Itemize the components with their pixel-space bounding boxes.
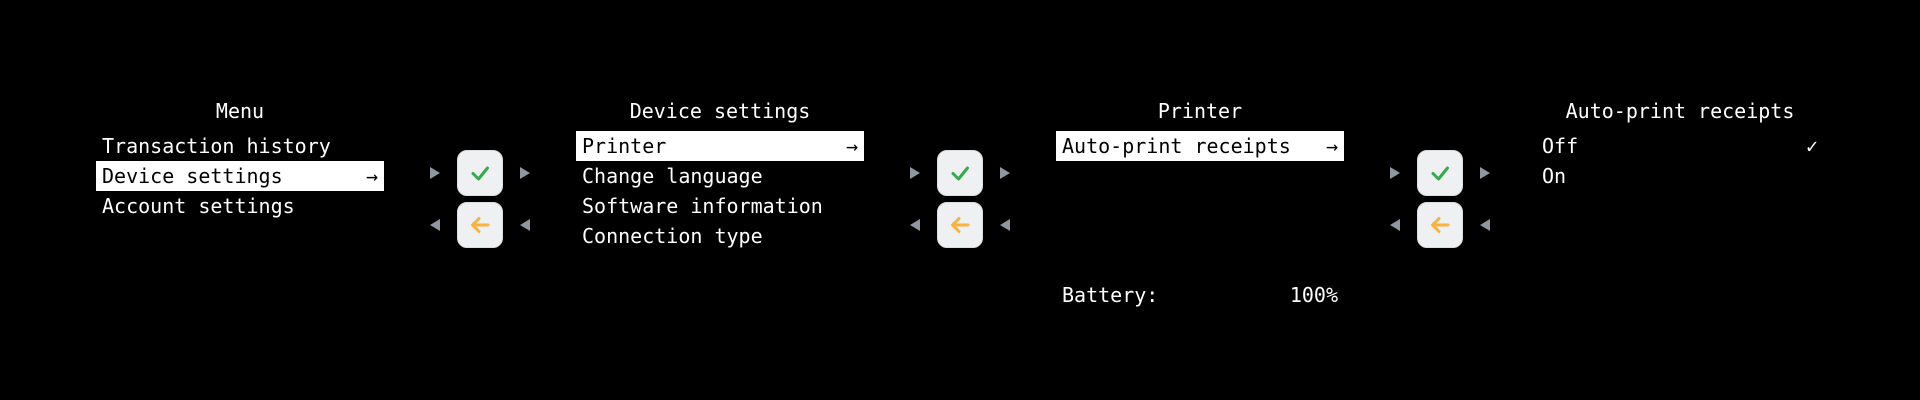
triangle-right-icon <box>520 167 530 179</box>
triangle-left-icon <box>910 219 920 231</box>
triangle-right-icon <box>430 167 440 179</box>
triangle-right-icon <box>910 167 920 179</box>
keypad-cluster-3 <box>1385 150 1495 248</box>
menu-item-label: Software information <box>582 194 823 218</box>
menu-item-label: Account settings <box>102 194 295 218</box>
confirm-button[interactable] <box>937 150 983 196</box>
menu-item-transaction-history[interactable]: Transaction history <box>96 131 384 161</box>
triangle-left-icon <box>1000 219 1010 231</box>
battery-value: 100% <box>1289 283 1338 307</box>
keypad-cluster-2 <box>905 150 1015 248</box>
menu-item-label: Auto-print receipts <box>1062 134 1291 158</box>
screen-auto-print-receipts: Auto-print receipts Off ✓ On <box>1536 96 1824 191</box>
triangle-left-icon <box>1480 219 1490 231</box>
menu-item-label: Connection type <box>582 224 763 248</box>
keypad-cluster-1 <box>425 150 535 248</box>
menu-item-software-information[interactable]: Software information <box>576 191 864 221</box>
screen-device-settings: Device settings Printer → Change languag… <box>576 96 864 251</box>
battery-label: Battery: <box>1062 283 1159 307</box>
page-title: Printer <box>1157 99 1243 123</box>
submenu-arrow-icon: → <box>1325 134 1338 158</box>
screen-menu: Menu Transaction history Device settings… <box>96 96 384 221</box>
menu-item-auto-print-receipts[interactable]: Auto-print receipts → <box>1056 131 1344 161</box>
triangle-left-icon <box>1390 219 1400 231</box>
confirm-button[interactable] <box>457 150 503 196</box>
menu-item-printer[interactable]: Printer → <box>576 131 864 161</box>
page-title: Device settings <box>629 99 811 123</box>
menu-list: Off ✓ On <box>1536 131 1824 191</box>
menu-list: Auto-print receipts → <box>1056 131 1344 161</box>
page-title: Menu <box>215 99 265 123</box>
menu-item-connection-type[interactable]: Connection type <box>576 221 864 251</box>
submenu-arrow-icon: → <box>365 164 378 188</box>
menu-item-label: Transaction history <box>102 134 331 158</box>
option-label: Off <box>1542 134 1579 158</box>
menu-item-label: Device settings <box>102 164 283 188</box>
selected-check-icon: ✓ <box>1805 134 1818 158</box>
triangle-right-icon <box>1000 167 1010 179</box>
menu-item-change-language[interactable]: Change language <box>576 161 864 191</box>
menu-item-account-settings[interactable]: Account settings <box>96 191 384 221</box>
submenu-arrow-icon: → <box>845 134 858 158</box>
triangle-left-icon <box>430 219 440 231</box>
triangle-right-icon <box>1390 167 1400 179</box>
triangle-left-icon <box>520 219 530 231</box>
arrow-left-icon <box>471 217 490 233</box>
menu-item-label: Change language <box>582 164 763 188</box>
screen-printer: Printer Auto-print receipts → Battery: 1… <box>1056 96 1344 307</box>
page-title: Auto-print receipts <box>1565 99 1795 123</box>
back-button[interactable] <box>1417 202 1463 248</box>
back-button[interactable] <box>937 202 983 248</box>
option-on[interactable]: On <box>1536 161 1824 191</box>
check-icon <box>471 166 489 181</box>
menu-item-device-settings[interactable]: Device settings → <box>96 161 384 191</box>
menu-item-label: Printer <box>582 134 667 158</box>
check-icon <box>951 166 969 181</box>
option-off[interactable]: Off ✓ <box>1536 131 1824 161</box>
arrow-left-icon <box>1431 217 1450 233</box>
menu-list: Transaction history Device settings → Ac… <box>96 131 384 221</box>
arrow-left-icon <box>951 217 970 233</box>
battery-status-row: Battery: 100% <box>1056 280 1344 310</box>
check-icon <box>1431 166 1449 181</box>
option-label: On <box>1542 164 1567 188</box>
triangle-right-icon <box>1480 167 1490 179</box>
back-button[interactable] <box>457 202 503 248</box>
confirm-button[interactable] <box>1417 150 1463 196</box>
menu-list: Printer → Change language Software infor… <box>576 131 864 251</box>
